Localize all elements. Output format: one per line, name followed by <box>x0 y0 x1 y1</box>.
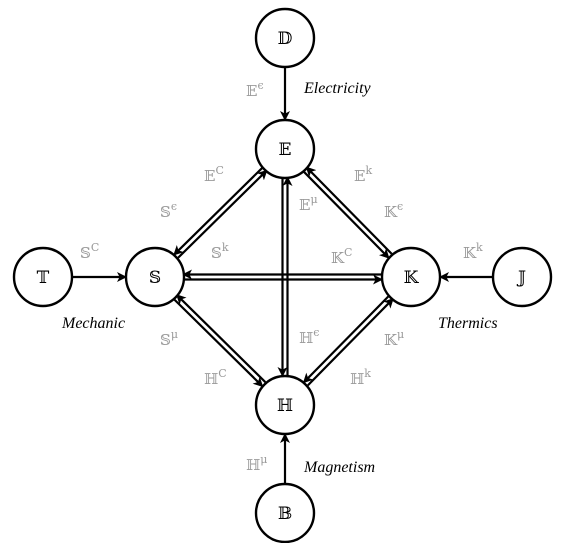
edge-k-h-forward <box>302 295 390 384</box>
field-thermics: Thermics <box>438 315 498 332</box>
field-mechanic: Mechanic <box>61 315 125 332</box>
node-b: 𝔹 <box>254 482 316 543</box>
node-s-label: 𝕊 <box>149 268 161 288</box>
edge-s-h-backward <box>175 294 267 383</box>
label-h-mu: ℍμ <box>246 453 267 474</box>
field-magnetism: Magnetism <box>303 459 375 476</box>
edge-s-h-forward <box>173 298 264 388</box>
node-t-label: 𝕋 <box>37 268 50 288</box>
label-s-mu: 𝕊μ <box>160 328 178 349</box>
node-j: 𝕁 <box>491 246 553 308</box>
label-h-eps: ℍϵ <box>299 326 319 347</box>
node-e: 𝔼 <box>254 118 316 180</box>
node-t: 𝕋 <box>12 246 74 308</box>
edges <box>72 67 493 484</box>
label-e-k: 𝔼k <box>354 164 372 185</box>
label-e-eps: 𝔼ϵ <box>246 79 264 100</box>
node-h-label: ℍ <box>277 396 293 416</box>
node-e-label: 𝔼 <box>279 140 292 160</box>
label-s-k: 𝕊k <box>211 241 229 262</box>
label-s-eps: 𝕊ϵ <box>160 200 177 221</box>
field-electricity: Electricity <box>303 80 372 97</box>
edge-e-s-forward <box>173 166 264 256</box>
node-b-label: 𝔹 <box>278 504 292 524</box>
edge-k-h-backward <box>307 297 394 387</box>
node-j-label: 𝕁 <box>516 268 526 288</box>
label-k-k: 𝕂k <box>463 241 483 262</box>
label-h-k: ℍk <box>350 367 371 388</box>
edge-e-k-forward <box>302 170 390 259</box>
label-h-c: ℍC <box>204 367 227 388</box>
label-s-c: 𝕊C <box>80 241 99 262</box>
label-k-eps: 𝕂ϵ <box>384 200 403 221</box>
label-k-c: 𝕂C <box>331 246 352 267</box>
node-s: 𝕊 <box>124 246 186 308</box>
node-d: 𝔻 <box>254 7 316 69</box>
edge-e-s-backward <box>177 169 268 259</box>
label-k-mu: 𝕂μ <box>384 328 404 349</box>
node-d-label: 𝔻 <box>278 29 293 49</box>
label-e-c: 𝔼C <box>204 164 224 185</box>
edge-e-k-backward <box>305 166 393 255</box>
label-e-mu: 𝔼μ <box>299 193 318 214</box>
node-h: ℍ <box>254 374 316 436</box>
node-k-label: 𝕂 <box>404 268 420 288</box>
node-k: 𝕂 <box>380 246 442 308</box>
